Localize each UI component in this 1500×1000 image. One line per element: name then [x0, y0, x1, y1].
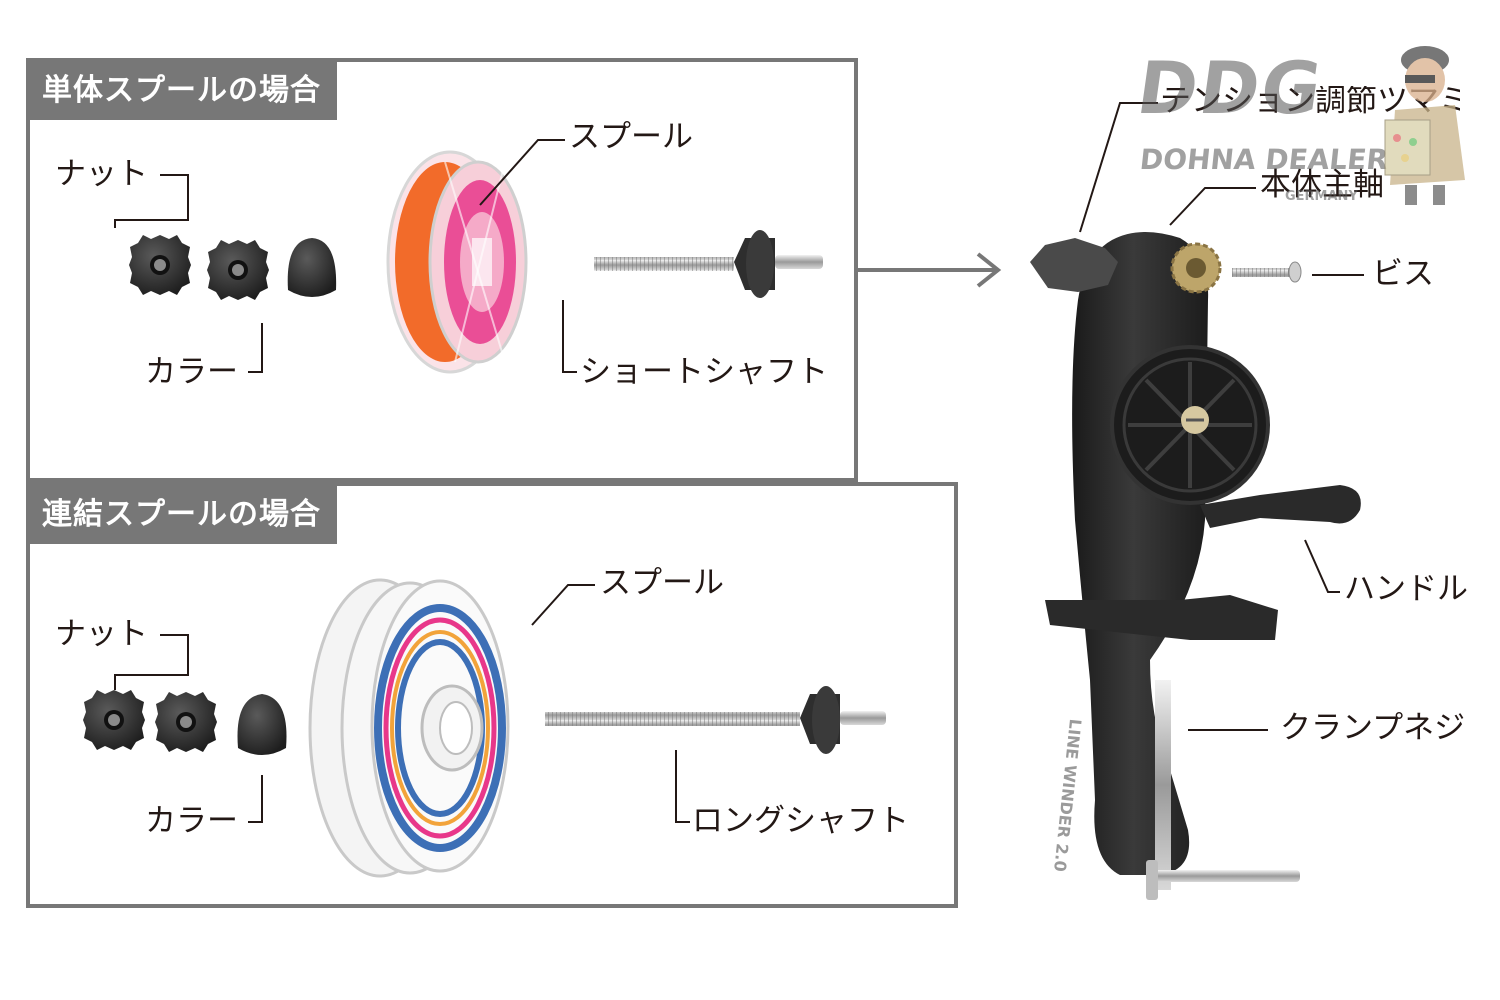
- clamp-screw-label: クランプネジ: [1280, 710, 1466, 746]
- single-spool: [386, 150, 528, 374]
- main-shaft-label: 本体主軸: [1260, 167, 1384, 203]
- single-nut-label: ナット: [55, 156, 148, 192]
- single-collar-label: カラー: [145, 354, 238, 390]
- linked-spool-title: 連結スプールの場合: [30, 486, 337, 544]
- arrow-right: [858, 252, 1002, 288]
- nut-1: [129, 235, 191, 295]
- linked-spool: [308, 578, 510, 878]
- collar: [287, 238, 337, 297]
- single-spool-title: 単体スプールの場合: [30, 62, 337, 120]
- watermark-country: GERMANY: [1285, 189, 1358, 204]
- long-shaft: [545, 686, 886, 754]
- linked-leader-lines: [114, 584, 690, 823]
- single-spool-label: スプール: [569, 119, 693, 155]
- screw-label: ビス: [1372, 256, 1434, 292]
- watermark-name: DOHNA DEALER: [1138, 143, 1390, 176]
- linked-collar-label: カラー: [145, 803, 238, 839]
- winder-unit: [1030, 231, 1361, 900]
- unit-leader-lines: [1079, 102, 1364, 731]
- nut-3: [83, 690, 145, 750]
- linked-nut-label: ナット: [55, 616, 148, 652]
- long-shaft-label: ロングシャフト: [692, 803, 909, 839]
- collar-2: [237, 694, 287, 755]
- linked-spool-label: スプール: [600, 565, 724, 601]
- nut-2: [207, 240, 269, 300]
- single-leader-lines: [114, 139, 577, 373]
- handle-label: ハンドル: [1344, 571, 1468, 607]
- watermark-logo: DDG: [1132, 46, 1329, 130]
- short-shaft-label: ショートシャフト: [580, 354, 828, 390]
- watermark-character-icon: [1384, 46, 1465, 205]
- nut-4: [155, 692, 217, 752]
- short-shaft: [594, 230, 823, 298]
